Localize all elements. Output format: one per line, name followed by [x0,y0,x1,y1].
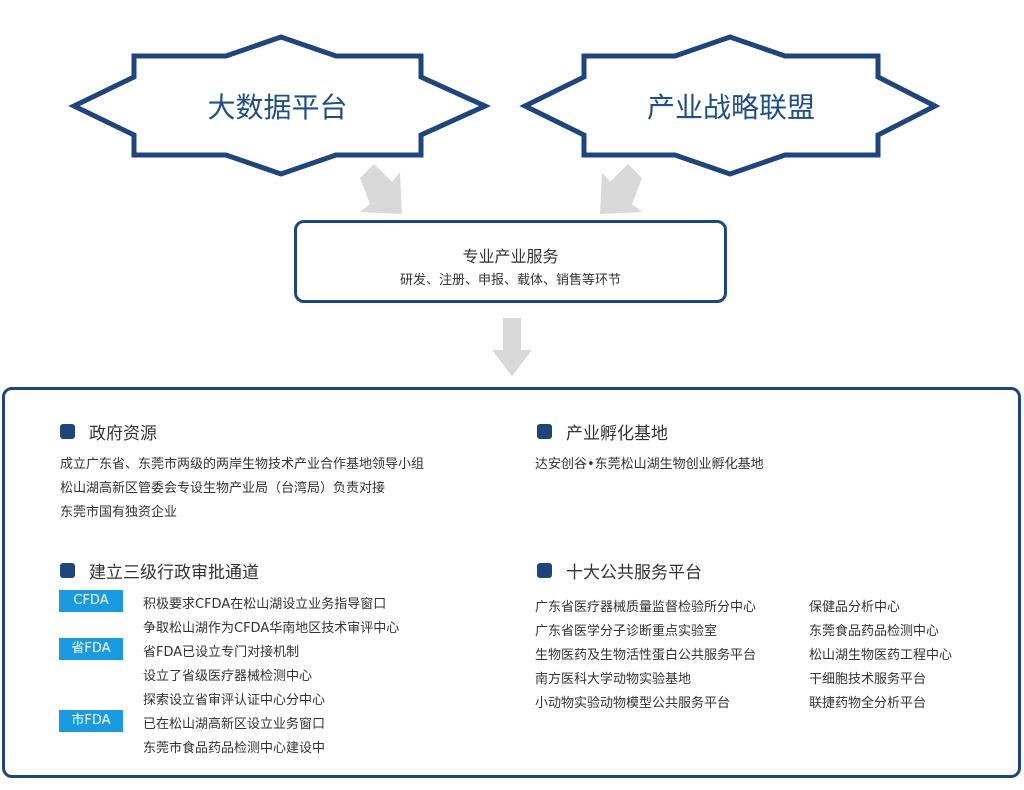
resources-panel [2,387,1021,778]
city-fda-tag: 市FDA [59,710,123,732]
platforms-heading: 十大公共服务平台 [537,558,702,583]
approval-heading: 建立三级行政审批通道 [60,558,259,583]
big-data-platform-label: 大数据平台 [207,91,348,124]
platform-item: 干细胞技术服务平台 [809,672,927,687]
professional-service-box: 专业产业服务 研发、注册、申报、载体、销售等环节 [294,220,727,303]
arrows-layer [360,164,642,376]
platforms-title: 十大公共服务平台 [566,563,702,583]
bullet-square-icon [60,424,75,439]
platform-item: 广东省医疗器械质量监督检验所分中心 [535,600,757,615]
approval-line: 设立了省级医疗器械检测中心 [143,669,313,684]
platform-item: 广东省医学分子诊断重点实验室 [535,624,718,639]
approval-line: 探索设立省审评认证中心分中心 [143,693,326,708]
down-left-arrow-icon [600,164,642,214]
incubator-heading: 产业孵化基地 [537,419,668,444]
down-arrow-icon [492,318,532,376]
provincial-fda-tag: 省FDA [59,638,123,660]
platform-item: 生物医药及生物活性蛋白公共服务平台 [535,648,757,663]
approval-line: 省FDA已设立专门对接机制 [143,645,300,660]
industry-alliance-label: 产业战略联盟 [646,91,815,124]
gov-line: 成立广东省、东莞市两级的两岸生物技术产业合作基地领导小组 [60,457,425,472]
bullet-square-icon [537,563,552,578]
bullet-square-icon [60,563,75,578]
approval-line: 已在松山湖高新区设立业务窗口 [143,717,326,732]
incubator-title: 产业孵化基地 [566,424,668,444]
platform-item: 保健品分析中心 [809,600,901,615]
platform-item: 小动物实验动物模型公共服务平台 [535,696,731,711]
gov-line: 东莞市国有独资企业 [60,505,178,520]
bullet-square-icon [537,424,552,439]
gov-resources-heading: 政府资源 [60,419,157,444]
approval-line: 东莞市食品药品检测中心建设中 [143,741,326,756]
platform-item: 松山湖生物医药工程中心 [809,648,953,663]
service-subtitle: 研发、注册、申报、载体、销售等环节 [399,273,621,288]
approval-title: 建立三级行政审批通道 [89,563,259,583]
platform-item: 联捷药物全分析平台 [809,696,927,711]
incubator-line: 达安创谷•东莞松山湖生物创业孵化基地 [535,457,764,472]
big-data-platform-badge-shape [68,34,941,177]
cfda-tag: CFDA [59,590,123,612]
gov-line: 松山湖高新区管委会专设生物产业局（台湾局）负责对接 [60,481,386,496]
gov-resources-title: 政府资源 [89,424,157,444]
platform-item: 东莞食品药品检测中心 [809,624,940,639]
platform-item: 南方医科大学动物实验基地 [535,672,692,687]
approval-line: 争取松山湖作为CFDA华南地区技术审评中心 [143,621,400,636]
down-right-arrow-icon [360,164,402,214]
approval-line: 积极要求CFDA在松山湖设立业务指导窗口 [143,597,387,612]
service-title: 专业产业服务 [462,247,559,266]
